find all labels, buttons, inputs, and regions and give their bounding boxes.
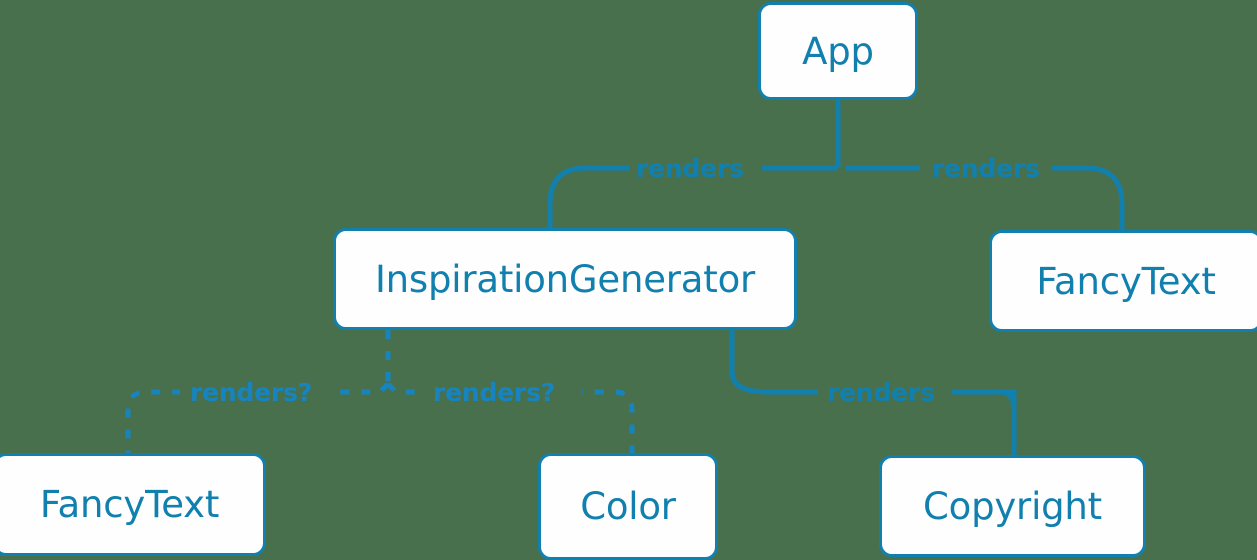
- edge-label-inspiration-generator-to-copyright: renders: [827, 378, 935, 407]
- node-fancytext-bottom-label: FancyText: [39, 483, 220, 526]
- edge-app-to-inspiration-generator: [547, 165, 830, 228]
- edge-label-inspiration-generator-to-color: renders?: [433, 378, 556, 407]
- node-fancytext-right[interactable]: FancyText: [989, 230, 1257, 332]
- edge-inspiration-generator-to-color-dashed: [386, 382, 635, 453]
- node-copyright-label: Copyright: [923, 484, 1102, 528]
- edge-copyright-drop: [952, 389, 1017, 455]
- node-app-label: App: [802, 29, 874, 73]
- node-copyright[interactable]: Copyright: [879, 455, 1146, 557]
- edge-label-app-to-inspiration-generator: renders: [636, 154, 744, 183]
- edge-label-inspiration-generator-to-fancytext: renders?: [190, 378, 313, 407]
- node-color[interactable]: Color: [538, 453, 718, 560]
- node-color-label: Color: [580, 485, 676, 528]
- edge-inspiration-generator-to-copyright: [729, 330, 1017, 455]
- edge-inspiration-generator-to-fancytext-dashed: [125, 382, 390, 453]
- node-app[interactable]: App: [758, 2, 918, 100]
- node-inspiration-generator-label: InspirationGenerator: [374, 257, 756, 301]
- node-inspiration-generator[interactable]: InspirationGenerator: [333, 228, 797, 330]
- edge-app-to-fancytext: [846, 165, 1125, 230]
- edge-label-app-to-fancytext: renders: [932, 154, 1040, 183]
- node-fancytext-bottom[interactable]: FancyText: [0, 453, 266, 556]
- node-fancytext-right-label: FancyText: [1036, 259, 1216, 303]
